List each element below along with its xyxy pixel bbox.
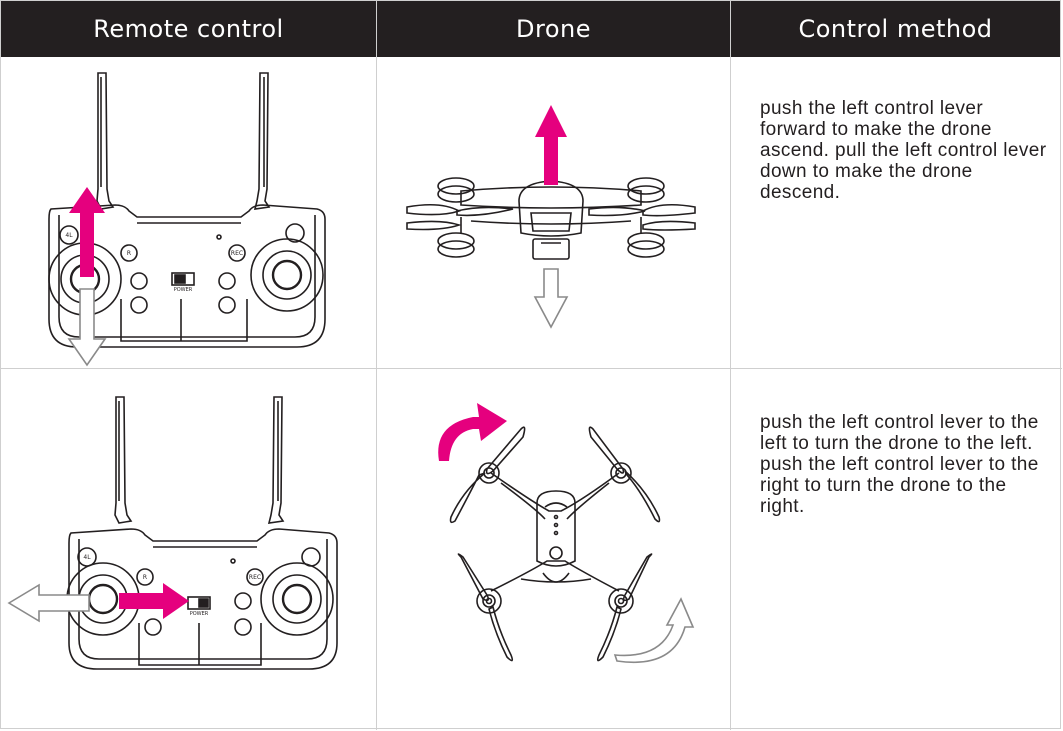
header-remote-control: Remote control: [1, 1, 376, 57]
column-divider: [730, 1, 731, 730]
svg-text:4L: 4L: [83, 554, 91, 561]
rotate-left-arrow-icon: [438, 403, 507, 461]
rotate-right-arrow-icon: [613, 597, 695, 663]
header-drone-label: Drone: [516, 15, 591, 43]
column-divider: [376, 1, 377, 730]
control-method-turn: push the left control lever to the left …: [760, 412, 1039, 517]
drone-top-illustration: [449, 426, 661, 662]
control-method-ascend-descend: push the left control lever forward to m…: [760, 98, 1047, 203]
row-divider: [1, 368, 1062, 369]
down-arrow-icon: [533, 268, 569, 329]
power-label: POWER: [174, 287, 193, 293]
header-drone: Drone: [377, 1, 730, 57]
left-arrow-icon: [7, 583, 90, 623]
header-control-method-label: Control method: [798, 15, 993, 43]
svg-text:4L: 4L: [65, 232, 73, 239]
power-label: POWER: [190, 611, 209, 617]
svg-text:R: R: [127, 250, 131, 257]
up-arrow-icon: [69, 187, 105, 277]
right-arrow-icon: [119, 583, 189, 619]
svg-text:REC: REC: [249, 574, 261, 581]
svg-text:REC: REC: [231, 250, 243, 257]
svg-text:R: R: [143, 574, 147, 581]
header-control-method: Control method: [731, 1, 1060, 57]
down-arrow-icon: [67, 288, 107, 367]
header-remote-control-label: Remote control: [93, 15, 284, 43]
remote-controller-illustration: POWER 4L R REC: [66, 396, 338, 670]
drone-front-illustration: [406, 177, 696, 260]
up-arrow-icon: [535, 105, 567, 185]
